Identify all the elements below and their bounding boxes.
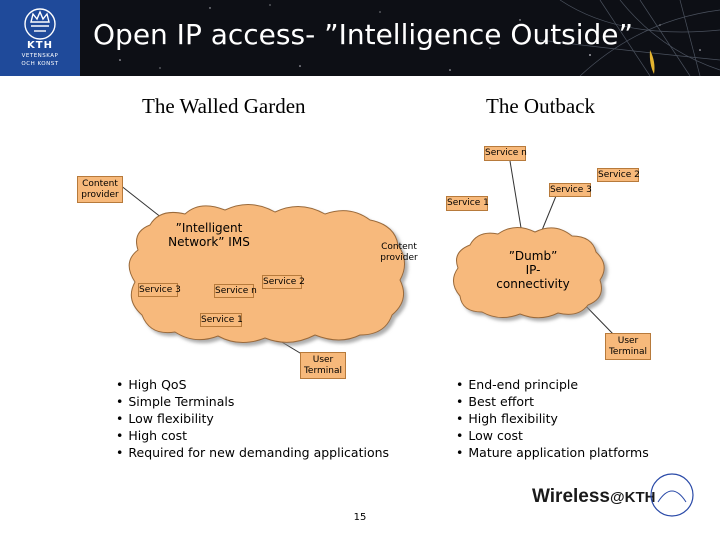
list-item: Mature application platforms bbox=[456, 444, 648, 461]
logo-motto-line2: OCH KONST bbox=[21, 61, 59, 67]
intelligent-network-label: ”Intelligent Network” IMS bbox=[168, 221, 250, 249]
dumb-ip-label: ”Dumb” IP- connectivity bbox=[496, 249, 570, 291]
heading-walled-garden: The Walled Garden bbox=[142, 94, 306, 118]
list-item: Low flexibility bbox=[116, 410, 389, 427]
service-1-left: Service 1 bbox=[200, 313, 243, 327]
kth-logo: KTH VETENSKAP OCH KONST bbox=[0, 0, 80, 76]
user-terminal-right: User Terminal bbox=[605, 333, 651, 360]
crown-emblem-icon bbox=[24, 8, 56, 40]
starfield-background bbox=[119, 0, 720, 76]
list-item: Required for new demanding applications bbox=[116, 444, 389, 461]
service-3-left: Service 3 bbox=[138, 283, 181, 297]
dumb-ip-cloud bbox=[453, 227, 605, 319]
content-provider-left: Content provider bbox=[77, 176, 123, 203]
slide-title: Open IP access- ”Intelligence Outside” bbox=[93, 18, 634, 51]
intelligent-network-cloud bbox=[128, 204, 405, 343]
list-item: Best effort bbox=[456, 393, 649, 410]
comet-mark bbox=[649, 50, 655, 74]
slide-header: KTH VETENSKAP OCH KONST Open IP access- … bbox=[0, 0, 720, 76]
service-n-right: Service n bbox=[484, 146, 527, 161]
user-terminal-left: User Terminal bbox=[300, 352, 346, 379]
service-1-right: Service 1 bbox=[446, 196, 489, 211]
logo-wordmark: KTH bbox=[27, 40, 53, 51]
wireless-center-roundel-icon bbox=[650, 473, 694, 517]
service-2-right: Service 2 bbox=[597, 168, 640, 182]
heading-outback: The Outback bbox=[486, 94, 596, 118]
list-item: End-end principle bbox=[456, 376, 649, 393]
list-item: Simple Terminals bbox=[116, 393, 389, 410]
service-n-left: Service n bbox=[214, 284, 257, 298]
list-item: High QoS bbox=[116, 376, 389, 393]
service-2-left: Service 2 bbox=[262, 275, 305, 289]
walled-garden-bullets: High QoS Simple Terminals Low flexibilit… bbox=[116, 376, 389, 461]
wireless-kth-logo: Wireless@KTH bbox=[532, 486, 656, 507]
service-3-right: Service 3 bbox=[549, 183, 592, 197]
page-number: 15 bbox=[353, 512, 367, 523]
list-item: Low cost bbox=[456, 427, 649, 444]
content-provider-mid: Content provider bbox=[380, 242, 418, 263]
list-item: High flexibility bbox=[456, 410, 649, 427]
list-item: High cost bbox=[116, 427, 389, 444]
outback-bullets: End-end principle Best effort High flexi… bbox=[456, 376, 649, 461]
logo-motto-line1: VETENSKAP bbox=[21, 53, 59, 59]
